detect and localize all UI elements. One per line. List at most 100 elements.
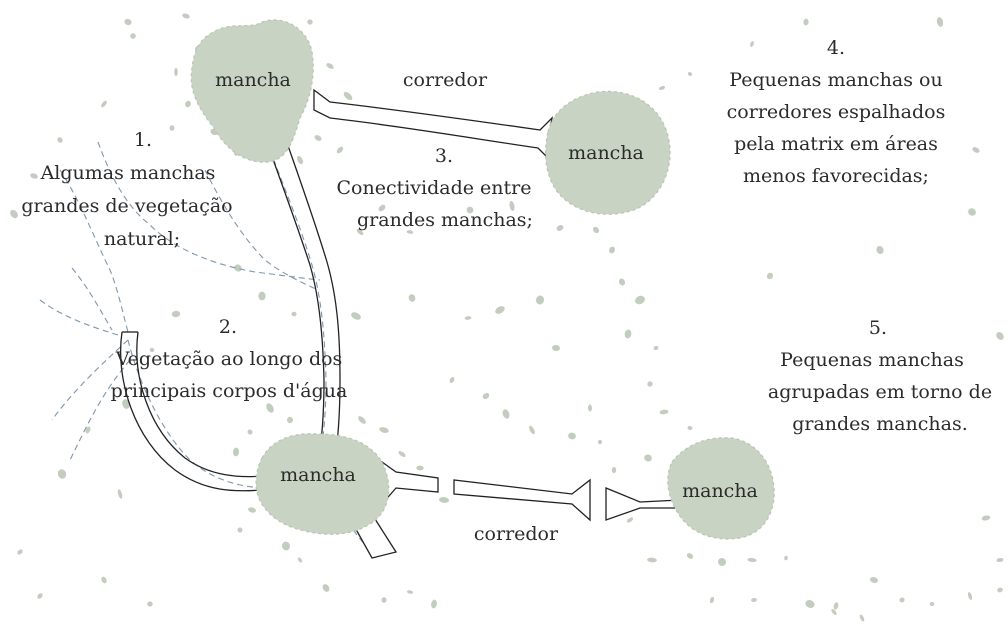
- small-patch: [379, 427, 389, 433]
- annotation-5-line1: Pequenas manchas: [780, 349, 964, 371]
- small-patch: [101, 100, 107, 108]
- small-patch: [85, 426, 91, 434]
- small-patch: [322, 584, 330, 592]
- small-patch: [626, 517, 634, 523]
- annotation-1-line2: grandes de vegetação: [21, 195, 232, 217]
- small-patch: [464, 316, 472, 320]
- small-patch: [237, 527, 243, 533]
- patch-label-bottom-right: mancha: [682, 480, 758, 502]
- small-patch: [968, 208, 976, 216]
- small-patch: [996, 332, 1004, 340]
- annotation-2-line1: Vegetação ao longo dos: [115, 348, 343, 370]
- small-patch: [535, 295, 545, 305]
- annotation-1-line3: natural;: [104, 228, 180, 250]
- small-patch: [568, 432, 576, 440]
- riparian-strip-upper: [267, 144, 325, 463]
- small-patch: [185, 100, 191, 108]
- small-patch: [234, 264, 242, 272]
- small-patch: [406, 590, 414, 594]
- corridor-bottom-right[interactable]: [605, 487, 681, 521]
- small-patch: [266, 403, 274, 413]
- small-patch: [57, 137, 63, 143]
- small-patch: [751, 597, 757, 603]
- small-patch: [647, 381, 653, 387]
- small-patch: [495, 306, 505, 314]
- small-patch: [647, 557, 657, 563]
- small-patch: [10, 209, 18, 219]
- corridor-bottom-left-stub[interactable]: [381, 460, 439, 506]
- small-patch: [750, 41, 754, 47]
- small-patch: [130, 33, 136, 39]
- small-patch: [149, 347, 155, 353]
- small-patch: [169, 125, 175, 131]
- small-patch: [408, 294, 416, 302]
- patch-label-top-left: mancha: [215, 69, 291, 91]
- patch-label-top-right: mancha: [568, 142, 644, 164]
- annotation-4-line2: corredores espalhados: [727, 101, 946, 123]
- river-line: [51, 339, 129, 421]
- patch-top-right: [545, 90, 671, 215]
- small-patch: [298, 557, 302, 563]
- small-patch: [997, 587, 1003, 593]
- small-patch: [57, 469, 67, 479]
- riparian-strip-upper: [285, 139, 341, 466]
- small-patch: [232, 447, 240, 457]
- small-patch: [552, 344, 560, 352]
- small-patch: [286, 416, 294, 424]
- river-line: [204, 169, 319, 291]
- small-patch: [618, 278, 626, 286]
- annotation-3-line1: Conectividade entre: [336, 177, 531, 199]
- riparian-strips: [120, 139, 398, 559]
- small-patch: [431, 599, 437, 609]
- annotation-2: 2. Vegetação ao longo dos principais cor…: [111, 316, 348, 402]
- small-patch: [258, 291, 266, 301]
- annotation-5-line3: grandes manchas.: [792, 413, 968, 435]
- annotation-1-number: 1.: [134, 129, 152, 151]
- riparian-strip-lower: [347, 507, 398, 559]
- small-patch: [831, 609, 837, 615]
- small-patch: [182, 13, 190, 19]
- small-patch: [117, 489, 123, 499]
- small-patch: [592, 226, 600, 234]
- annotation-5: 5. Pequenas manchas agrupadas em torno d…: [768, 317, 992, 435]
- annotation-3-number: 3.: [435, 145, 453, 167]
- small-patch: [967, 592, 973, 600]
- patch-bottom-left: [255, 433, 390, 535]
- corridor-bottom-middle[interactable]: [453, 478, 591, 522]
- small-patch: [291, 311, 297, 317]
- small-patch: [147, 601, 153, 607]
- small-patch: [398, 451, 406, 457]
- small-patch: [482, 393, 490, 399]
- river-line: [39, 299, 119, 336]
- patch-label-bottom-left: mancha: [280, 464, 356, 486]
- patch-top-left: [190, 19, 314, 163]
- small-patch: [248, 507, 256, 513]
- small-patch: [438, 497, 450, 503]
- small-patch: [351, 312, 361, 320]
- small-patch: [597, 439, 603, 445]
- small-patch: [687, 72, 693, 76]
- small-patch: [981, 515, 991, 521]
- annotation-4-line1: Pequenas manchas ou: [729, 69, 942, 91]
- small-patch: [972, 147, 980, 153]
- small-patch: [529, 425, 535, 435]
- annotation-1-line1: Algumas manchas: [40, 162, 216, 184]
- small-patch: [378, 204, 386, 212]
- riparian-strip-left: [136, 331, 265, 478]
- small-patch: [124, 18, 132, 26]
- small-patch: [899, 597, 905, 603]
- small-patch: [996, 557, 1004, 563]
- small-patch: [281, 541, 291, 551]
- riparian-strip-left: [120, 331, 263, 492]
- small-patch: [805, 600, 815, 608]
- small-patch: [381, 597, 387, 603]
- small-patch: [717, 558, 727, 566]
- small-patch: [859, 614, 865, 622]
- annotation-1: 1. Algumas manchas grandes de vegetação …: [21, 129, 232, 250]
- small-patch: [659, 409, 669, 415]
- annotation-4: 4. Pequenas manchas ou corredores espalh…: [727, 37, 946, 187]
- small-patch: [171, 310, 181, 318]
- small-patch: [709, 596, 715, 604]
- small-patch: [936, 17, 944, 27]
